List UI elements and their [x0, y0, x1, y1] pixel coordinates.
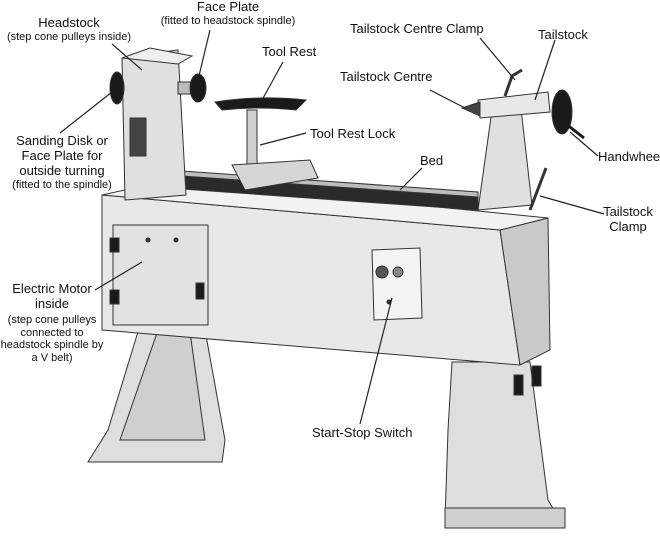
label-electric-motor-note2: connected to — [20, 326, 84, 339]
label-headstock: Headstock (step cone pulleys inside) — [6, 15, 132, 44]
label-face-plate-note: (fitted to headstock spindle) — [160, 14, 296, 27]
leader-handwheel — [569, 131, 599, 157]
label-electric-motor-line1: Electric Motor — [12, 281, 92, 296]
label-tailstock-centre-clamp: Tailstock Centre Clamp — [350, 21, 484, 37]
tool-rest-banjo — [231, 159, 319, 191]
tailstock-quill — [477, 91, 551, 119]
label-tailstock: Tailstock — [538, 27, 588, 43]
leader-tailstock-clamp — [539, 195, 605, 215]
outboard-disk — [109, 71, 125, 105]
leader-face-plate — [197, 29, 211, 81]
label-electric-motor-line2: inside — [35, 295, 69, 311]
lathe-illustration — [87, 47, 585, 529]
label-sanding-disk-line1: Sanding Disk or — [16, 133, 108, 148]
label-tailstock-centre: Tailstock Centre — [340, 69, 433, 85]
right-leg — [444, 361, 561, 521]
tool-rest-bar — [214, 97, 308, 111]
door-screw-2 — [173, 237, 179, 243]
door-hinge-top — [109, 237, 120, 253]
label-bed-title: Bed — [420, 153, 444, 168]
leader-tailstock-centre-clamp — [479, 37, 516, 81]
clamp-lever — [503, 68, 523, 97]
label-tailstock-clamp: Tailstock Clamp — [596, 204, 660, 235]
headstock-plate — [129, 117, 147, 157]
label-sanding-disk-line3: outside turning — [19, 162, 105, 178]
label-start-stop-switch-title: Start-Stop Switch — [312, 425, 413, 440]
switch-box — [371, 247, 423, 321]
headstock-top — [121, 47, 194, 65]
leader-tool-rest-lock — [259, 132, 307, 146]
label-tailstock-centre-title: Tailstock Centre — [340, 69, 433, 84]
label-electric-motor-note4: a V belt) — [31, 351, 73, 364]
side-vent-1 — [513, 374, 524, 396]
label-headstock-note: (step cone pulleys inside) — [6, 30, 132, 43]
leader-tool-rest — [261, 61, 284, 101]
switch-button-stop — [392, 266, 404, 278]
label-sanding-disk-line2: Face Plate for — [21, 147, 103, 163]
label-tailstock-clamp-line2: Clamp — [609, 218, 647, 234]
label-bed: Bed — [420, 153, 444, 169]
label-tool-rest-title: Tool Rest — [262, 44, 317, 59]
leader-start-stop-switch — [359, 297, 393, 425]
side-vent-2 — [531, 365, 542, 387]
door-screw-1 — [145, 237, 151, 243]
label-handwheel-title: Handwheel — [598, 149, 660, 164]
tailstock-clamp-lever — [528, 167, 548, 211]
tailstock-centre-point — [460, 101, 481, 117]
leader-tailstock — [534, 39, 556, 101]
label-tool-rest-lock: Tool Rest Lock — [310, 126, 396, 142]
label-handwheel: Handwheel — [598, 149, 660, 165]
label-face-plate-title: Face Plate — [196, 0, 260, 14]
label-start-stop-switch: Start-Stop Switch — [312, 425, 413, 441]
label-face-plate: Face Plate (fitted to headstock spindle) — [140, 0, 316, 28]
label-sanding-disk-note: (fitted to the spindle) — [12, 178, 112, 191]
label-tailstock-title: Tailstock — [538, 27, 588, 42]
door-latch — [195, 282, 205, 300]
motor-door — [112, 224, 209, 326]
leader-lines — [59, 29, 605, 425]
switch-button-start — [375, 265, 389, 279]
label-tool-rest: Tool Rest — [262, 44, 317, 60]
label-headstock-title: Headstock — [38, 15, 100, 30]
right-leg-foot — [444, 507, 566, 529]
leader-electric-motor — [94, 261, 143, 291]
leader-sanding-disk — [59, 91, 113, 134]
handwheel-handle — [565, 122, 585, 140]
leader-tailstock-centre — [429, 89, 466, 109]
label-sanding-disk: Sanding Disk or Face Plate for outside t… — [0, 133, 124, 191]
label-electric-motor-note3: headstock spindle by — [0, 339, 104, 352]
face-plate — [189, 73, 207, 103]
label-tailstock-centre-clamp-title: Tailstock Centre Clamp — [350, 21, 484, 36]
label-electric-motor-note1: (step cone pulleys — [7, 313, 97, 326]
label-electric-motor: Electric Motor inside (step cone pulleys… — [0, 281, 104, 364]
leader-headstock — [111, 43, 143, 71]
leader-bed — [399, 167, 423, 191]
tool-rest-post — [246, 109, 258, 166]
label-tailstock-clamp-line1: Tailstock — [603, 204, 653, 219]
door-hinge-bottom — [109, 289, 120, 305]
label-tool-rest-lock-title: Tool Rest Lock — [310, 126, 396, 141]
